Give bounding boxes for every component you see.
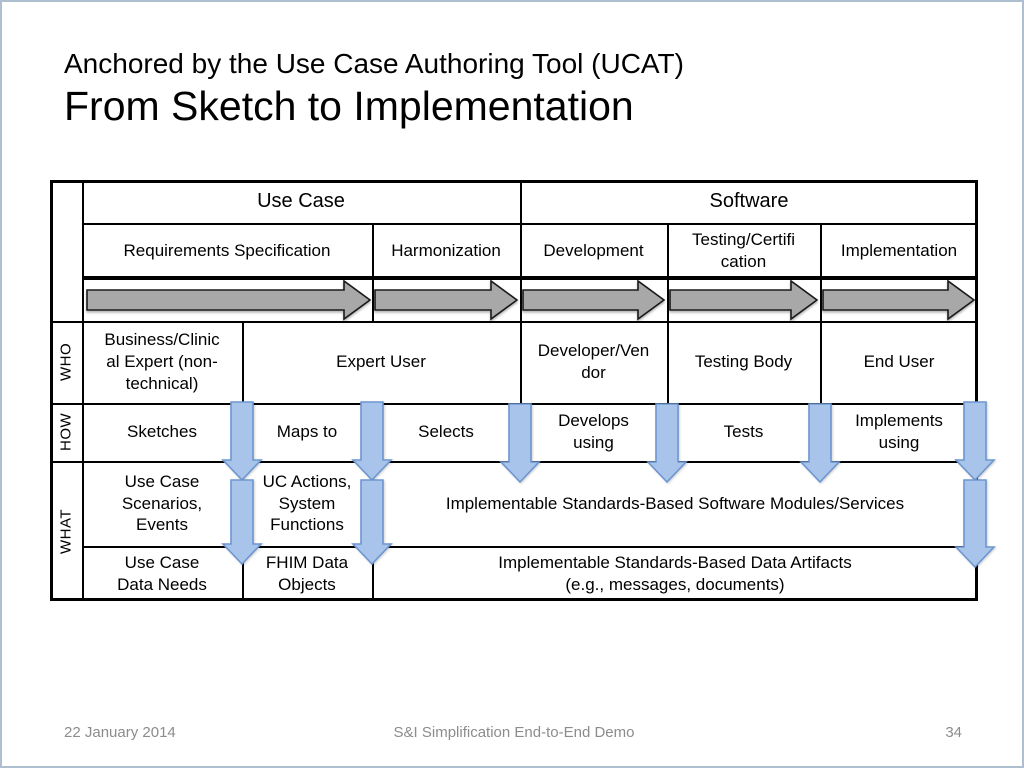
phase-testing-certification: Testing/Certifi cation [692,230,795,271]
phase-implementation: Implementation [840,241,958,261]
how-selects: Selects [418,422,474,442]
table-border-top [50,180,978,183]
row-divider [82,223,978,225]
phase-requirements-specification: Requirements Specification [123,241,331,261]
slide-subtitle: Anchored by the Use Case Authoring Tool … [64,48,684,79]
flow-arrow-right-icon [86,279,976,321]
phase-development: Development [543,241,644,261]
row-divider [50,321,978,323]
what-use-case-scenarios: Use Case Scenarios, Events [121,471,203,535]
group-header-use-case: Use Case [257,189,345,212]
what-fhim-data-objects: FHIM Data Objects [265,552,349,594]
footer-presentation-name: S&I Simplification End-to-End Demo [393,724,635,741]
what-uc-actions: UC Actions, System Functions [262,471,352,535]
who-end-user: End User [863,352,935,372]
who-business-clinical-expert: Business/Clinic al Expert (non- technica… [104,330,220,393]
phase-harmonization: Harmonization [391,241,501,261]
what-software-modules: Implementable Standards-Based Software M… [445,493,905,513]
what-data-artifacts: Implementable Standards-Based Data Artif… [498,552,852,594]
col-divider [372,223,374,321]
row-label-who: WHO [57,342,75,382]
what-use-case-data-needs: Use Case Data Needs [117,552,207,594]
table-border-left [50,180,53,601]
col-divider-labels [82,180,84,601]
footer-page-number: 34 [945,724,962,741]
process-matrix-table: Use Case Software Requirements Specifica… [50,180,996,601]
how-sketches: Sketches [127,422,197,442]
row-divider [82,546,978,548]
table-border-right [975,180,978,601]
row-label-how: HOW [57,412,75,452]
how-implements-using: Implements using [855,411,943,452]
how-develops-using: Develops using [558,411,629,452]
who-expert-user: Expert User [336,352,426,372]
title-block: Anchored by the Use Case Authoring Tool … [64,46,684,130]
row-label-what: WHAT [57,508,75,554]
how-tests: Tests [723,422,764,442]
col-divider [520,180,522,461]
row-divider-thick [82,276,978,280]
who-testing-body: Testing Body [694,352,793,372]
slide-title: From Sketch to Implementation [64,83,634,129]
group-header-software: Software [709,189,789,212]
table-border-bottom [50,598,978,601]
col-divider [667,223,669,461]
who-developer-vendor: Developer/Ven dor [537,341,650,382]
how-maps-to: Maps to [276,422,338,442]
col-divider [820,223,822,461]
footer-date: 22 January 2014 [64,724,176,741]
